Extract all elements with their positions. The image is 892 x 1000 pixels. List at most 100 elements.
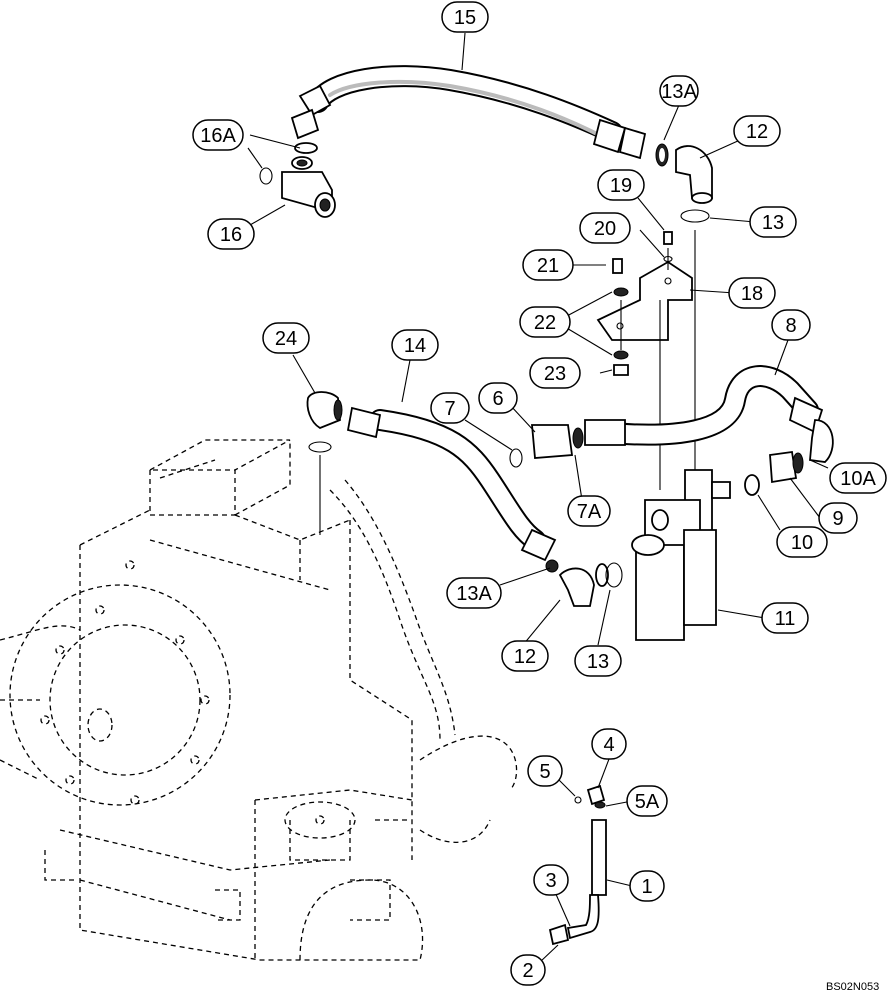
callout-label: 16 [220, 224, 242, 246]
callout-label: 7 [444, 398, 455, 420]
elbow-12-top [655, 143, 713, 223]
callout-bubble [629, 870, 665, 902]
callout-label: 13 [587, 651, 609, 673]
callout-label: 15 [454, 7, 476, 29]
callout-bubble [659, 75, 699, 107]
callout-bubble [771, 309, 811, 341]
hose-15 [290, 65, 647, 160]
callout-c8: 8 [771, 309, 811, 341]
callout-label: 11 [775, 608, 796, 630]
callout-c16: 16 [207, 218, 255, 250]
callout-label: 6 [492, 388, 503, 410]
callout-c11: 11 [761, 602, 809, 634]
callout-c12_mid: 12 [501, 640, 549, 672]
sample-tube-assembly [548, 784, 607, 946]
tee-fitting-16 [259, 142, 336, 218]
callout-bubble [527, 755, 563, 787]
callout-bubble [776, 526, 828, 558]
callout-label: 4 [603, 734, 614, 756]
callout-c2: 2 [510, 954, 546, 986]
callout-bubble [533, 864, 569, 896]
callout-label: 21 [537, 255, 559, 277]
callout-label: 10 [791, 532, 813, 554]
callout-label: 13A [456, 583, 492, 605]
leader-lines [247, 32, 829, 963]
callout-bubble [262, 322, 310, 354]
callout-label: 7A [577, 501, 602, 523]
callout-label: 1 [641, 876, 652, 898]
callout-bubble [522, 249, 574, 281]
callout-c18: 18 [728, 277, 776, 309]
callout-c12_top: 12 [733, 115, 781, 147]
callout-bubble [591, 728, 627, 760]
callout-label: 22 [534, 312, 556, 334]
callout-c4: 4 [591, 728, 627, 760]
callout-c14: 14 [391, 329, 439, 361]
callout-label: 16A [200, 125, 236, 147]
callout-c15: 15 [441, 1, 489, 33]
callout-bubble [529, 357, 581, 389]
callout-c13a_mid: 13A [446, 577, 502, 609]
callout-c16a: 16A [192, 119, 244, 151]
callout-bubble [430, 392, 470, 424]
reference-code: BS02N053 [826, 981, 879, 993]
callout-c13a_top: 13A [659, 75, 699, 107]
callout-bubble [519, 306, 571, 338]
callout-label: 10A [840, 468, 876, 490]
callout-label: 12 [746, 121, 768, 143]
callout-bubble [501, 640, 549, 672]
callout-bubble [574, 645, 622, 677]
callout-label: 9 [832, 508, 843, 530]
callout-bubble [207, 218, 255, 250]
callout-bubble [761, 602, 809, 634]
callout-c20: 20 [579, 212, 631, 244]
callout-label: 2 [522, 960, 533, 982]
callout-c3: 3 [533, 864, 569, 896]
callout-bubble [510, 954, 546, 986]
callout-label: 12 [514, 646, 536, 668]
callout-bubble [478, 382, 518, 414]
callout-bubble [749, 206, 797, 238]
callout-c10: 10 [776, 526, 828, 558]
callout-c19: 19 [597, 169, 645, 201]
callout-bubble [597, 169, 645, 201]
callout-label: 19 [610, 175, 632, 197]
callout-c13_mid: 13 [574, 645, 622, 677]
callout-label: 13 [762, 212, 784, 234]
transmission-housing [0, 439, 518, 961]
callout-c5: 5 [527, 755, 563, 787]
callout-c7a: 7A [567, 495, 611, 527]
elbow-24 [306, 391, 343, 535]
callout-bubble [391, 329, 439, 361]
hose-8 [584, 365, 834, 463]
callout-label: 3 [545, 870, 556, 892]
callout-label: 13A [661, 81, 697, 103]
callout-c6: 6 [478, 382, 518, 414]
callout-label: 23 [544, 363, 566, 385]
mounting-bracket-18 [596, 230, 696, 490]
callout-bubble [579, 212, 631, 244]
callout-label: 14 [404, 335, 426, 357]
callout-bubble [733, 115, 781, 147]
callout-label: 5A [635, 791, 660, 813]
callout-c5a: 5A [626, 785, 668, 817]
callout-bubble [728, 277, 776, 309]
adapter-6 [509, 424, 584, 468]
callout-c23: 23 [529, 357, 581, 389]
callout-c9: 9 [818, 502, 858, 534]
callout-c22: 22 [519, 306, 571, 338]
adapter-9 [744, 450, 804, 496]
callout-c1: 1 [629, 870, 665, 902]
callout-c21: 21 [522, 249, 574, 281]
callout-c7: 7 [430, 392, 470, 424]
callout-c10a: 10A [829, 462, 887, 494]
callout-bubble [829, 462, 887, 494]
callout-bubble [446, 577, 502, 609]
callout-bubble [626, 785, 668, 817]
hose-14 [346, 406, 557, 562]
callout-label: 20 [594, 218, 616, 240]
callout-bubble [818, 502, 858, 534]
callout-c13_top: 13 [749, 206, 797, 238]
